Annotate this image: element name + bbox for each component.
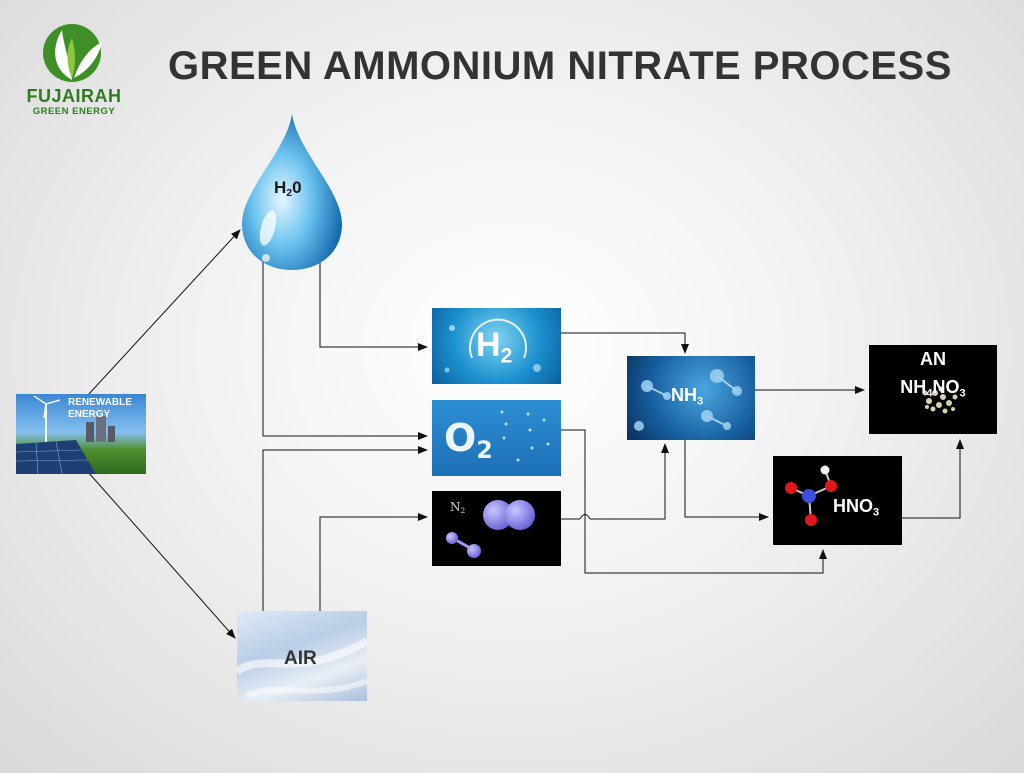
arrow-renewable-to-water [87,229,241,396]
arrow-n2-to-nh3 [561,444,665,520]
nitrogen-molecule-icon [446,500,535,558]
leaf-logo-icon [43,24,102,82]
arrow-air-to-n2 [319,513,428,611]
company-logo: FUJAIRAH GREEN ENERGY [14,20,134,120]
oxygen-bubbles-icon [500,410,550,462]
hydrogen-node: H2 [432,308,561,384]
logo-text-primary: FUJAIRAH [26,86,122,106]
hydrogen-formula: H2 [476,326,513,368]
line-crossover-hop [579,514,591,520]
arrow-nh3-to-hno3 [684,440,769,521]
clouds-icon [237,637,367,699]
oxygen-node: O2 [432,400,561,476]
water-formula: H20 [274,178,302,200]
oxygen-formula: O2 [444,416,493,465]
granules-icon [922,386,958,414]
water-drop-icon [242,114,342,270]
logo-text-secondary: GREEN ENERGY [32,106,116,117]
ammonium-nitrate-node: AN NH4NO3 [869,345,997,434]
molecules-icon [634,369,742,431]
air-label: AIR [284,648,317,669]
arrow-water-to-h2 [319,262,428,351]
arrow-renewable-to-air [87,471,236,639]
arrow-o2-to-hno3 [561,429,827,574]
ammonia-node: NH3 [627,356,755,440]
air-node: AIR [237,611,367,701]
arrow-air-to-o2 [262,446,428,611]
nitric-acid-node: HNO3 [773,456,902,545]
bubbles-icon [444,318,541,373]
nitric-acid-formula: HNO3 [833,496,880,519]
arrow-hno3-to-an [902,439,964,519]
arrow-h2-to-nh3 [561,332,689,354]
arrow-water-to-o2 [262,262,428,440]
ammonium-nitrate-formula: NH4NO3 [900,377,966,400]
ammonia-formula: NH3 [671,385,704,408]
water-drop-node: H20 [240,112,344,272]
nitric-acid-molecule-icon [785,465,837,526]
nitrogen-formula: N2 [450,500,466,516]
an-label: AN [920,349,946,369]
nitrogen-node: N2 [432,491,561,566]
solar-wind-icon [16,395,115,474]
page-title: GREEN AMMONIUM NITRATE PROCESS [168,44,952,88]
